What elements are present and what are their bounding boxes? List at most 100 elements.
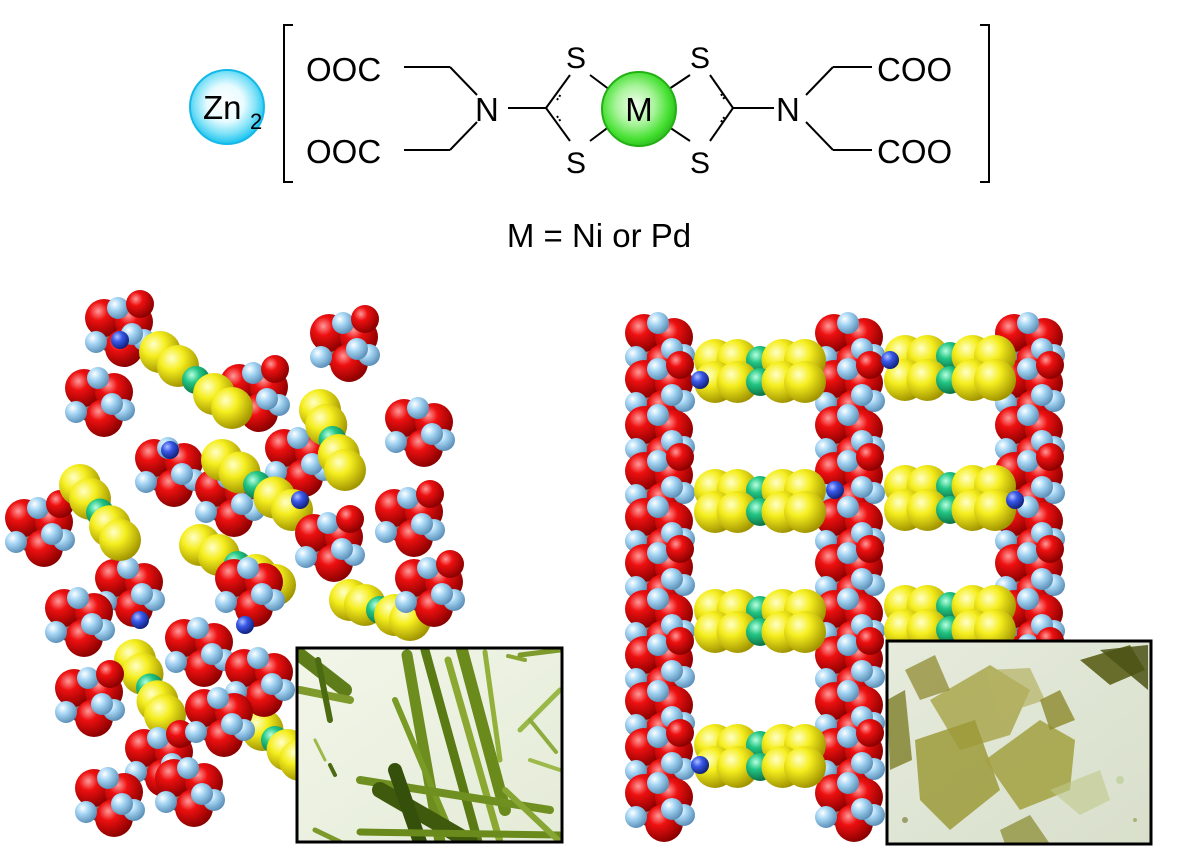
hydrogen-atom [237, 557, 259, 579]
oxygen-atom [1036, 443, 1064, 471]
hydrogen-atom [251, 583, 273, 605]
hydrogen-atom [221, 713, 243, 735]
hydrogen-atom [1031, 384, 1053, 406]
hydrogen-atom [201, 643, 223, 665]
hydrogen-atom [295, 546, 317, 568]
hydrogen-atom [346, 338, 368, 360]
hydrogen-atom [421, 423, 443, 445]
hydrogen-atom [661, 568, 683, 590]
hydrogen-atom [647, 542, 669, 564]
hydrogen-atom [375, 521, 397, 543]
right-crystal-photo [885, 639, 1153, 846]
hydrogen-atom [65, 401, 87, 423]
hydrogen-atom [187, 617, 209, 639]
oxygen-atom [666, 535, 694, 563]
hydrogen-atom [155, 791, 177, 813]
oxygen-atom [856, 351, 884, 379]
sulfur-atom [99, 519, 141, 561]
plate-crystal-photo-icon [887, 645, 1148, 844]
metal-caption: M = Ni or Pd [507, 217, 691, 254]
metal-center-sphere-icon [601, 71, 677, 147]
hydrogen-atom [81, 613, 103, 635]
right-spacefill-model [625, 312, 1065, 842]
nitrogen-atom [826, 481, 844, 499]
hydrogen-atom [107, 297, 129, 319]
hydrogen-atom [147, 727, 169, 749]
oxygen-atom [261, 355, 289, 383]
hydrogen-atom [5, 531, 27, 553]
needle-crystal-photo-icon [297, 648, 562, 842]
left-photo-frame [295, 646, 564, 844]
sulfur-atom [784, 491, 826, 533]
hydrogen-atom [177, 757, 199, 779]
oxygen-atom [856, 719, 884, 747]
hydrogen-atom [207, 687, 229, 709]
hydrogen-atom [417, 557, 439, 579]
zinc-subscript: 2 [250, 109, 262, 134]
nitrogen-atom [131, 611, 149, 629]
oxygen-atom [666, 627, 694, 655]
hydrogen-atom [67, 587, 89, 609]
hydrogen-atom [397, 487, 419, 509]
hydrogen-atom [851, 752, 873, 774]
sulfur-top-right-label: S [690, 42, 710, 75]
hydrogen-atom [837, 588, 859, 610]
sulfur-atom [974, 359, 1016, 401]
hydrogen-atom [851, 568, 873, 590]
hydrogen-atom [310, 346, 332, 368]
nitrogen-atom [291, 491, 309, 509]
hydrogen-atom [215, 591, 237, 613]
oxygen-atom [666, 719, 694, 747]
sulfur-atom [324, 449, 366, 491]
hydrogen-atom [851, 798, 873, 820]
oxygen-atom [1036, 351, 1064, 379]
hydrogen-atom [647, 634, 669, 656]
hydrogen-atom [395, 591, 417, 613]
hydrogen-atom [385, 431, 407, 453]
oxygen-atom [856, 627, 884, 655]
hydrogen-atom [647, 772, 669, 794]
hydrogen-atom [77, 667, 99, 689]
hydrogen-atom [1017, 404, 1039, 426]
sulfur-bottom-left-label: S [566, 147, 586, 180]
hydrogen-atom [837, 496, 859, 518]
hydrogen-atom [407, 397, 429, 419]
hydrogen-atom [171, 463, 193, 485]
hydrogen-atom [85, 331, 107, 353]
hydrogen-atom [331, 538, 353, 560]
hydrogen-atom [1031, 568, 1053, 590]
coo-bottom-right-label: COO [877, 133, 952, 170]
hydrogen-atom [301, 453, 323, 475]
nitrogen-atom [111, 331, 129, 349]
right-bracket [980, 24, 990, 183]
hydrogen-atom [317, 512, 339, 534]
hydrogen-atom [851, 384, 873, 406]
hydrogen-atom [256, 388, 278, 410]
sulfur-atom [784, 746, 826, 788]
hydrogen-atom [97, 767, 119, 789]
oxygen-atom [666, 443, 694, 471]
hydrogen-atom [837, 726, 859, 748]
hydrogen-atom [247, 647, 269, 669]
chemical-structure: Zn 2 OOC OOC COO COO N N S S S S [189, 24, 990, 254]
hydrogen-atom [647, 450, 669, 472]
sulfur-atom [906, 359, 949, 401]
hydrogen-atom [91, 693, 113, 715]
hydrogen-atom [837, 404, 859, 426]
hydrogen-atom [1031, 476, 1053, 498]
zinc-sphere-icon [189, 69, 265, 145]
oxygen-atom [351, 305, 379, 333]
hydrogen-atom [625, 806, 647, 828]
sulfur-top-left-label: S [566, 42, 586, 75]
sulfur-atom [716, 361, 759, 403]
hydrogen-atom [117, 557, 139, 579]
hydrogen-atom [815, 806, 837, 828]
hydrogen-atom [165, 651, 187, 673]
hydrogen-atom [647, 404, 669, 426]
hydrogen-atom [45, 621, 67, 643]
nitrogen-left-label: N [475, 91, 499, 128]
sulfur-atom [906, 489, 949, 531]
nitrogen-right-label: N [776, 91, 800, 128]
hydrogen-atom [111, 793, 133, 815]
